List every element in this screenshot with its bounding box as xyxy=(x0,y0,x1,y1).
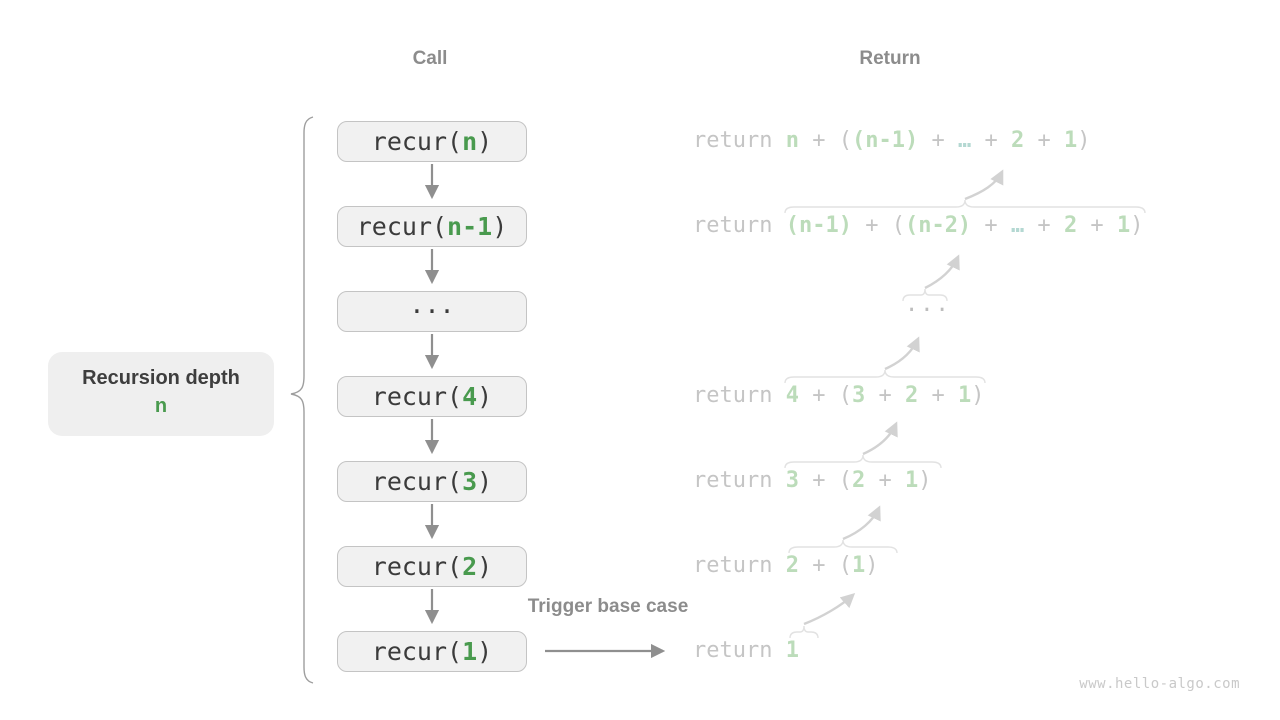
trigger-base-case-label: Trigger base case xyxy=(527,596,689,617)
code-token: 2 xyxy=(851,468,866,493)
code-token: return xyxy=(693,213,786,238)
call-column-header: Call xyxy=(412,48,448,69)
code-token: ( xyxy=(838,468,852,493)
code-token: recur( xyxy=(371,552,463,581)
code-token: 1 xyxy=(957,383,972,408)
code-token: ) xyxy=(1130,213,1144,238)
recursion-depth-brace-icon xyxy=(290,116,314,684)
return-line-1: return 1 xyxy=(693,635,799,667)
code-token: + xyxy=(798,468,839,493)
code-token: 3 xyxy=(462,467,478,496)
code-token: ) xyxy=(971,383,985,408)
watermark: www.hello-algo.com xyxy=(1079,676,1240,692)
code-token: ( xyxy=(838,553,852,578)
code-token: 1 xyxy=(785,638,799,663)
code-token: + xyxy=(798,553,839,578)
code-token: ) xyxy=(1077,128,1091,153)
return-line-2: return 2 + (1) xyxy=(693,550,878,582)
recursion-depth-label: Recursion depth n xyxy=(48,352,274,436)
code-token: recur( xyxy=(356,212,448,241)
code-token: 1 xyxy=(904,468,919,493)
code-token: return xyxy=(693,383,786,408)
code-token: recur( xyxy=(371,127,463,156)
code-token: recur( xyxy=(371,637,463,666)
return-line-ellipsis: ··· xyxy=(905,295,951,327)
code-token: + xyxy=(865,468,905,493)
call-box-recur-n: recur(n) xyxy=(337,121,527,162)
code-token: ( xyxy=(838,383,852,408)
code-token: ( xyxy=(891,213,905,238)
code-token: ( xyxy=(838,128,852,153)
code-token: 2 xyxy=(904,383,919,408)
code-token: … xyxy=(1010,213,1025,238)
code-token: + xyxy=(865,383,905,408)
code-token: 2 xyxy=(1063,213,1078,238)
code-token: return xyxy=(693,638,786,663)
code-token: ) xyxy=(477,467,493,496)
call-box-ellipsis: ··· xyxy=(337,291,527,332)
code-token: return xyxy=(693,553,786,578)
code-token: + xyxy=(1024,128,1064,153)
code-token: n xyxy=(462,127,478,156)
return-column-header: Return xyxy=(859,48,921,69)
recursion-depth-title: Recursion depth xyxy=(82,367,240,389)
code-token: recur( xyxy=(371,382,463,411)
code-token: + xyxy=(798,383,839,408)
return-line-n-1: return (n-1) + ((n-2) + … + 2 + 1) xyxy=(693,210,1143,242)
code-token: ) xyxy=(865,553,879,578)
call-box-recur-n-1: recur(n-1) xyxy=(337,206,527,247)
code-token: + xyxy=(1077,213,1117,238)
code-token: n-1 xyxy=(447,212,493,241)
code-token: + xyxy=(918,128,958,153)
return-line-4: return 4 + (3 + 2 + 1) xyxy=(693,380,984,412)
code-token: 2 xyxy=(785,553,799,578)
code-token: 3 xyxy=(785,468,799,493)
code-token: ) xyxy=(477,637,493,666)
call-box-recur-4: recur(4) xyxy=(337,376,527,417)
code-token: return xyxy=(693,128,786,153)
code-token: ··· xyxy=(905,298,951,323)
code-token: 2 xyxy=(462,552,478,581)
call-box-recur-3: recur(3) xyxy=(337,461,527,502)
code-token: ) xyxy=(477,552,493,581)
code-token: ) xyxy=(918,468,932,493)
code-token: 3 xyxy=(851,383,866,408)
code-token: (n-1) xyxy=(785,213,852,238)
recursion-depth-value: n xyxy=(154,395,168,417)
code-token: + xyxy=(971,213,1011,238)
code-token: 1 xyxy=(1116,213,1131,238)
code-token: return xyxy=(693,468,786,493)
code-token: 4 xyxy=(462,382,478,411)
code-token: + xyxy=(851,213,892,238)
code-token: recur( xyxy=(371,467,463,496)
code-token: … xyxy=(957,128,972,153)
return-line-3: return 3 + (2 + 1) xyxy=(693,465,931,497)
code-token: ··· xyxy=(409,297,455,326)
code-token: + xyxy=(971,128,1011,153)
code-token: ) xyxy=(492,212,508,241)
code-token: ) xyxy=(477,382,493,411)
code-token: n xyxy=(785,128,799,153)
code-token: 2 xyxy=(1010,128,1025,153)
call-box-recur-2: recur(2) xyxy=(337,546,527,587)
code-token: (n-1) xyxy=(851,128,919,153)
code-token: 1 xyxy=(851,553,866,578)
code-token: 1 xyxy=(462,637,478,666)
code-token: ) xyxy=(477,127,493,156)
code-token: + xyxy=(918,383,958,408)
code-token: + xyxy=(798,128,839,153)
code-token: + xyxy=(1024,213,1064,238)
call-box-recur-1: recur(1) xyxy=(337,631,527,672)
code-token: 4 xyxy=(785,383,799,408)
code-token: 1 xyxy=(1063,128,1078,153)
return-line-n: return n + ((n-1) + … + 2 + 1) xyxy=(693,125,1090,157)
code-token: (n-2) xyxy=(904,213,972,238)
